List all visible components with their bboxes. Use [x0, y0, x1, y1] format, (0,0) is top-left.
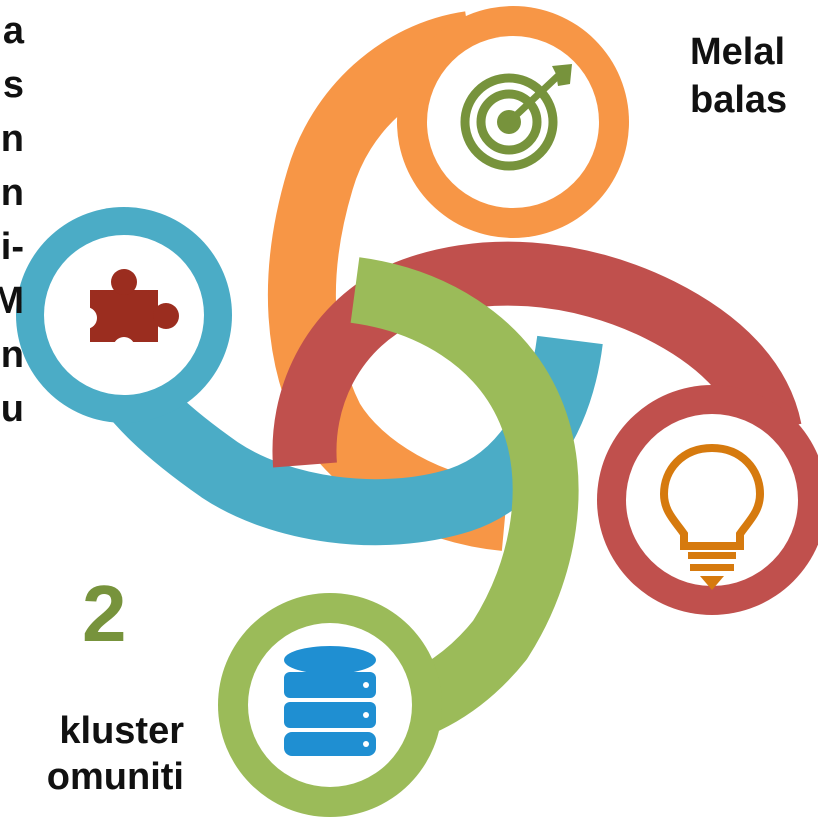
left-fragment: s [2, 64, 24, 106]
step-number: 2 [82, 569, 127, 658]
lightbulb-icon [659, 443, 765, 590]
bottom-text-line: kluster [59, 710, 184, 752]
puzzle-icon [75, 269, 179, 359]
left-fragment: n [0, 172, 24, 214]
target-icon [460, 64, 572, 171]
left-fragment: M [0, 280, 24, 322]
left-text-fragments: a s n n i- M n u [0, 4, 24, 436]
left-fragment: n [0, 118, 24, 160]
top-right-text: Melal balas [690, 28, 787, 124]
left-fragment: u [0, 388, 24, 430]
bottom-text-line: omuniti [46, 756, 184, 798]
left-fragment: a [2, 10, 24, 52]
database-icon [284, 646, 376, 756]
top-right-line: Melal [690, 31, 786, 73]
top-right-line: balas [690, 79, 788, 121]
green-arm [218, 257, 579, 817]
left-fragment: n [0, 334, 24, 376]
red-arm [272, 241, 818, 615]
left-fragment: i- [0, 226, 24, 268]
bottom-text: kluster omuniti [0, 708, 184, 800]
